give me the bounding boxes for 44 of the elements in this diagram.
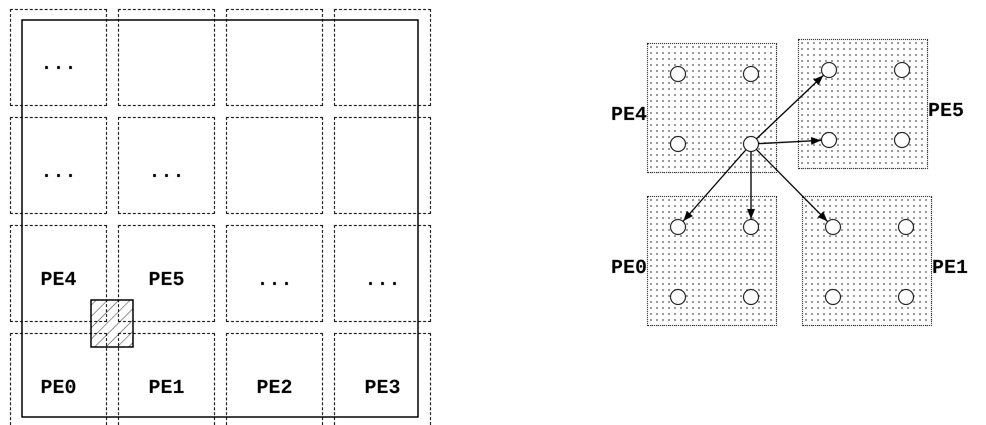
cell-label: ... bbox=[148, 162, 184, 182]
empty-grid-cell bbox=[226, 117, 323, 214]
node-circle bbox=[670, 219, 686, 235]
node-circle bbox=[821, 62, 837, 78]
cell-label: PE2 bbox=[256, 378, 292, 398]
node-circle bbox=[894, 132, 910, 148]
cell-label: PE5 bbox=[148, 270, 184, 290]
empty-grid-cell bbox=[334, 9, 431, 106]
grid-cell bbox=[10, 9, 107, 106]
node-circle bbox=[743, 66, 759, 82]
grid-cell bbox=[10, 117, 107, 214]
node-circle bbox=[898, 219, 914, 235]
node-circle bbox=[670, 136, 686, 152]
cell-label: ... bbox=[40, 54, 76, 74]
node-circle bbox=[743, 289, 759, 305]
grid-cell bbox=[334, 333, 431, 425]
cell-label: ... bbox=[364, 270, 400, 290]
grid-cell bbox=[226, 225, 323, 322]
node-circle bbox=[670, 66, 686, 82]
empty-grid-cell bbox=[118, 9, 215, 106]
arrow bbox=[747, 152, 755, 219]
cell-label: PE1 bbox=[148, 378, 184, 398]
grid-cell bbox=[334, 225, 431, 322]
cell-label: ... bbox=[256, 270, 292, 290]
arrow bbox=[756, 149, 828, 222]
cell-label: ... bbox=[40, 162, 76, 182]
node-circle bbox=[825, 219, 841, 235]
node-circle bbox=[821, 132, 837, 148]
grid-cell bbox=[118, 117, 215, 214]
cell-label: PE4 bbox=[40, 270, 76, 290]
node-circle bbox=[894, 62, 910, 78]
arrow bbox=[758, 136, 822, 145]
node-circle bbox=[825, 289, 841, 305]
node-circle bbox=[743, 136, 759, 152]
node-circle bbox=[743, 219, 759, 235]
arrow bbox=[756, 75, 824, 139]
cell-label: PE3 bbox=[364, 378, 400, 398]
cell-label: PE0 bbox=[40, 378, 76, 398]
node-circle bbox=[670, 289, 686, 305]
grid-cell bbox=[226, 333, 323, 425]
empty-grid-cell bbox=[226, 9, 323, 106]
empty-grid-cell bbox=[334, 117, 431, 214]
node-circle bbox=[898, 289, 914, 305]
arrow bbox=[682, 150, 746, 222]
